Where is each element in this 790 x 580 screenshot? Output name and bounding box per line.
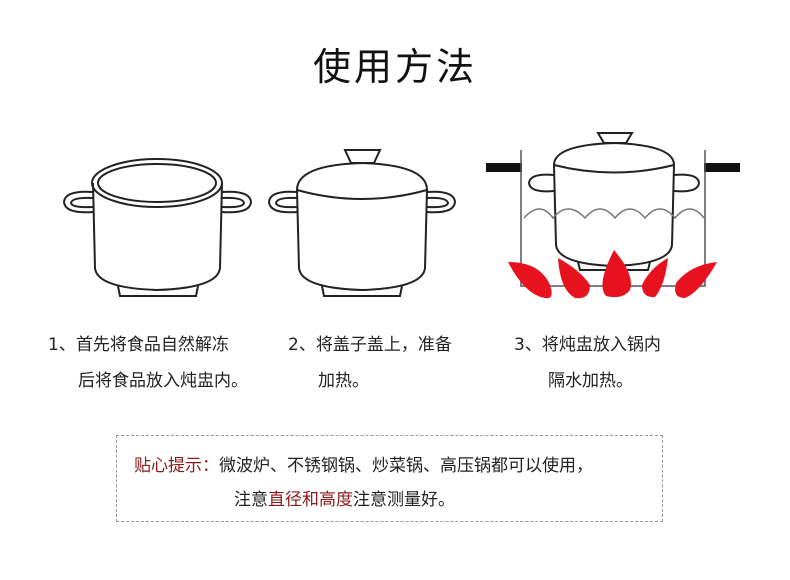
double-boil-illustration	[486, 132, 740, 299]
step-1-line-2: 后将食品放入炖盅内。	[78, 371, 248, 391]
tip-highlight: 直径和高度	[268, 490, 353, 510]
illustrations	[62, 132, 740, 299]
tip-box	[116, 435, 663, 522]
step-1-line-1: 1、首先将食品自然解冻	[48, 335, 229, 355]
tip-text-2a: 注意	[234, 490, 268, 510]
open-pot-illustration	[62, 158, 253, 297]
lidded-pot-illustration	[267, 149, 457, 297]
step-3-line-2: 隔水加热。	[548, 371, 633, 391]
tip-text-1: 微波炉、不锈钢锅、炒菜锅、高压锅都可以使用，	[219, 456, 593, 476]
tip-line-2: 注意直径和高度注意测量好。	[234, 485, 455, 510]
tip-line-1: 贴心提示：微波炉、不锈钢锅、炒菜锅、高压锅都可以使用，	[134, 451, 593, 476]
step-2-line-1: 2、将盖子盖上，准备	[288, 335, 452, 355]
step-2-line-2: 加热。	[318, 371, 369, 391]
step-3-line-1: 3、将炖盅放入锅内	[514, 335, 661, 355]
tip-text-2b: 注意测量好。	[353, 490, 455, 510]
tip-label: 贴心提示：	[134, 456, 219, 476]
page-title: 使用方法	[312, 45, 477, 89]
flame-icons	[508, 250, 717, 299]
